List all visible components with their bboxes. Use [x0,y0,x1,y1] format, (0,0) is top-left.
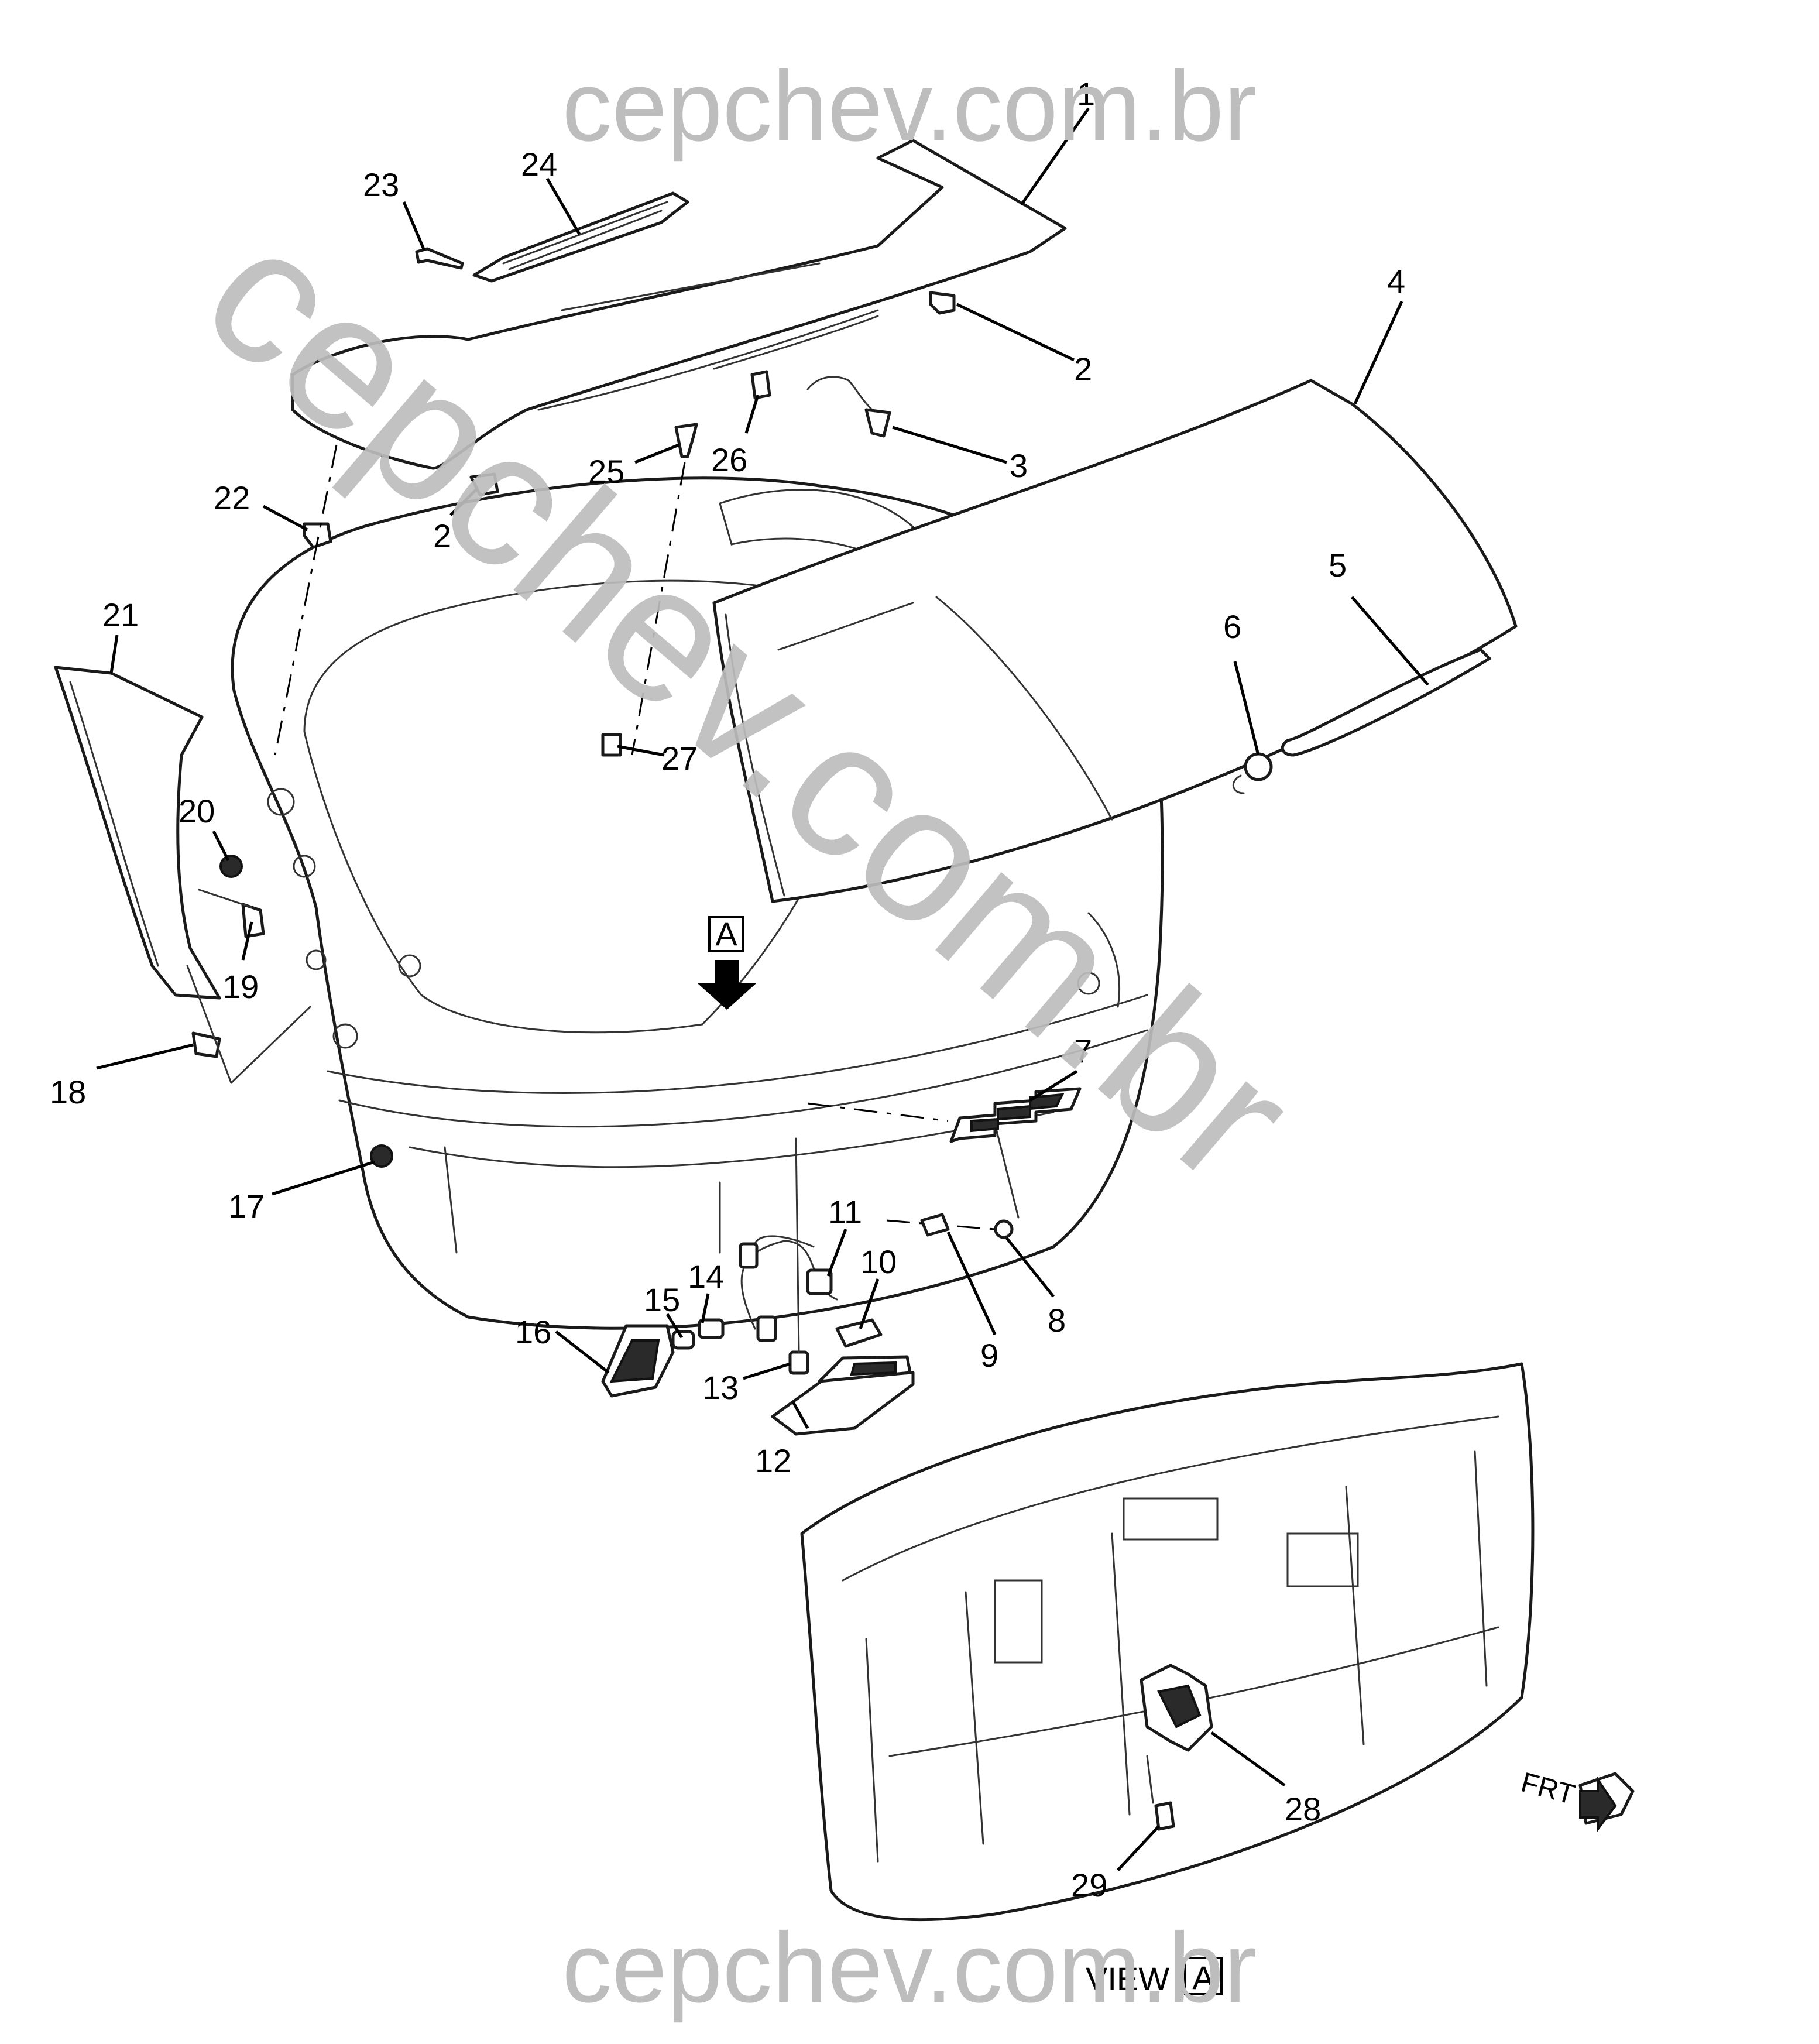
license-lamp-socket [671,1318,725,1350]
callout-labels: 1 2 2 3 4 5 6 7 8 9 10 11 12 13 14 15 16… [50,76,1405,1904]
fastener-26 [750,370,771,400]
license-lamp-16 [601,1324,675,1398]
callout-22: 22 [214,479,250,516]
callout-6: 6 [1223,608,1241,645]
view-a-label: VIEW A [1086,1957,1223,1997]
high-mount-stop-lamp [472,191,689,283]
view-a-marker-letter: A [715,915,737,952]
rear-wiper-arm [1281,648,1491,757]
fastener-2-right [929,291,956,315]
leader-lines [96,107,1429,1871]
spoiler [291,139,1067,470]
watermark-bottom: cepchev.com.br [562,1912,1257,2024]
view-a-down-arrow [698,960,756,1010]
screw-23 [415,247,464,270]
callout-23: 23 [363,166,399,203]
grommet-17 [370,1144,393,1168]
retainer-18 [191,1031,221,1058]
bolt-29 [1154,1801,1175,1831]
callout-9: 9 [980,1337,998,1374]
callout-7: 7 [1074,1033,1092,1069]
push-pin-25 [674,423,698,458]
rear-window-glass [712,379,1518,903]
liftgate-latch-28 [1140,1664,1213,1752]
view-label-text: VIEW [1086,1960,1169,1997]
side-applique [54,666,221,1000]
callout-24: 24 [521,146,557,183]
view-a-marker: A [698,915,756,1010]
front-arrow: FRT [1518,1767,1635,1833]
callout-18: 18 [50,1074,86,1110]
callout-14: 14 [688,1258,724,1295]
rear-camera-harness [739,1235,838,1375]
grommet-20 [219,855,243,878]
washer-nozzle-3 [806,376,891,438]
callout-2-right: 2 [1074,351,1092,387]
callout-12: 12 [755,1442,791,1479]
callout-2-left: 2 [433,517,451,554]
bumper-9 [920,1213,950,1237]
callout-5: 5 [1329,547,1347,584]
callout-15: 15 [644,1281,680,1318]
callout-4: 4 [1387,263,1405,300]
callout-13: 13 [702,1369,739,1406]
callout-21: 21 [102,596,139,633]
view-label-letter: A [1192,1959,1214,1996]
callout-19: 19 [222,968,259,1005]
center-lines [186,444,1154,1804]
callout-20: 20 [179,793,215,829]
front-arrow-label: FRT [1518,1767,1578,1810]
liftgate-handle-12 [771,1355,915,1436]
callout-29: 29 [1071,1867,1107,1904]
callout-10: 10 [860,1243,897,1280]
callout-25: 25 [588,453,624,490]
callout-1: 1 [1077,76,1095,112]
grommet-22 [303,522,332,549]
callout-3: 3 [1010,447,1028,484]
callout-8: 8 [1048,1302,1066,1339]
watermark-top: cepchev.com.br [562,51,1257,162]
bolt-8 [994,1219,1014,1239]
callout-16: 16 [515,1313,551,1350]
callout-11: 11 [828,1194,862,1230]
callout-27: 27 [661,740,698,777]
clip-19 [241,903,265,938]
callout-26: 26 [711,441,747,478]
view-a-inset [800,1362,1535,1922]
clip-27 [601,733,622,757]
callout-17: 17 [228,1188,265,1225]
rear-camera-10 [835,1318,883,1348]
chevrolet-bowtie-emblem [949,1087,1082,1143]
callout-28: 28 [1285,1791,1321,1827]
